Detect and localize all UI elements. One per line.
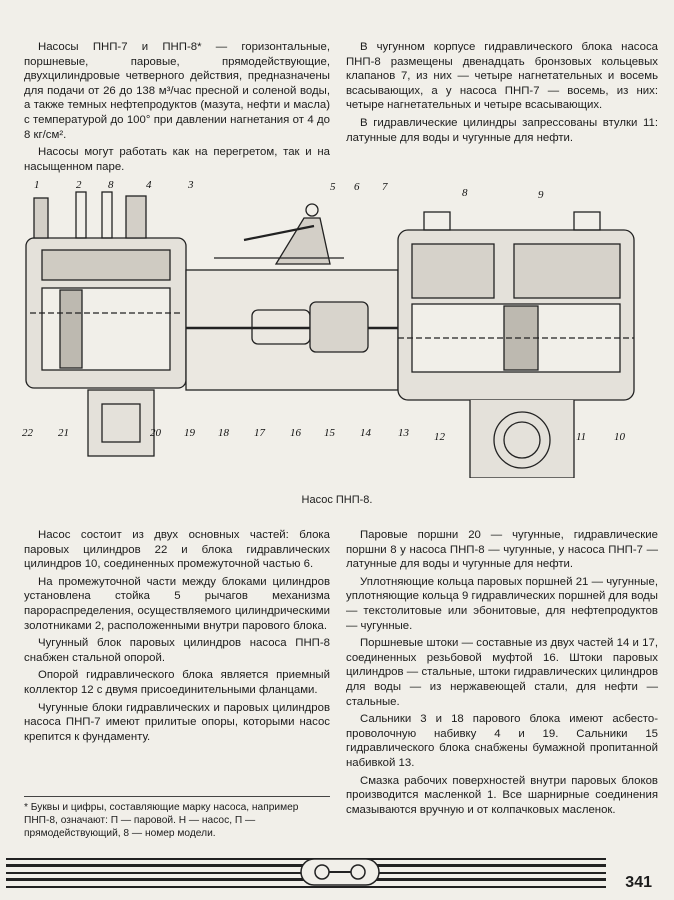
callout-label: 6	[354, 181, 360, 193]
callout-label: 10	[614, 431, 626, 443]
callout-label: 19	[184, 427, 196, 439]
figure-caption: Насос ПНП-8.	[301, 494, 373, 506]
footer-rule	[6, 886, 606, 888]
callout-label: 9	[538, 189, 544, 201]
callout-label: 7	[382, 181, 388, 193]
footnote: * Буквы и цифры, составляющие марку насо…	[24, 796, 330, 840]
paragraph: Насосы могут работать как на перегретом,…	[24, 146, 330, 173]
callout-label: 5	[330, 181, 336, 193]
callout-label: 16	[290, 427, 302, 439]
callout-label: 15	[324, 427, 336, 439]
callout-label: 13	[398, 427, 410, 439]
callout-label: 4	[146, 179, 152, 191]
pump-diagram: 1 2 8 4 3 5 6 7 8 9 22 21 20 19 18 17 16…	[22, 179, 635, 478]
callout-label: 17	[254, 427, 266, 439]
text-column-top-right: В чугунном корпусе гидравлического блока…	[346, 40, 658, 148]
callout-label: 20	[150, 427, 162, 439]
paragraph: Смазка рабочих поверхностей внутри паров…	[346, 774, 658, 816]
callout-label: 22	[22, 427, 34, 439]
callout-label: 1	[34, 179, 40, 191]
paragraph: Сальники 3 и 18 парового блока имеют асб…	[346, 713, 658, 769]
text-column-bottom-right: Паровые поршни 20 — чугунные, гидравличе…	[346, 528, 658, 820]
paragraph: Паровые поршни 20 — чугунные, гидравличе…	[346, 529, 658, 571]
callout-label: 14	[360, 427, 372, 439]
paragraph: Уплотняющие кольца паровых поршней 21 — …	[346, 575, 658, 632]
callout-label: 2	[76, 179, 82, 191]
callout-label: 18	[218, 427, 230, 439]
callout-label: 8	[108, 179, 114, 191]
paragraph: В чугунном корпусе гидравлического блока…	[346, 41, 658, 112]
paragraph: Чугунный блок паровых цилиндров насоса П…	[24, 637, 330, 664]
text-column-bottom-left: Насос состоит из двух основных частей: б…	[24, 528, 330, 747]
paragraph: Поршневые штоки — составные из двух част…	[346, 637, 658, 708]
callout-label: 11	[576, 431, 586, 443]
paragraph: Чугунные блоки гидравлических и паровых …	[24, 701, 330, 743]
text-column-top-left: Насосы ПНП-7 и ПНП-8* — горизонтальные, …	[24, 40, 330, 177]
footnote-text: * Буквы и цифры, составляющие марку насо…	[24, 802, 299, 839]
callout-label: 8	[462, 187, 468, 199]
paragraph: Насос состоит из двух основных частей: б…	[24, 529, 330, 571]
paragraph: Опорой гидравлического блока является пр…	[24, 669, 330, 696]
callout-label: 21	[58, 427, 69, 439]
paragraph: В гидравлические цилиндры запрессованы в…	[346, 116, 658, 144]
callout-label: 12	[434, 431, 446, 443]
paragraph: Насосы ПНП-7 и ПНП-8* — горизонтальные, …	[24, 41, 330, 141]
callout-label: 3	[187, 179, 194, 191]
paragraph: На промежуточной части между блоками цил…	[24, 575, 330, 632]
page-number: 341	[625, 874, 652, 891]
emblem-icon	[300, 858, 380, 886]
footer-rule	[6, 858, 606, 860]
